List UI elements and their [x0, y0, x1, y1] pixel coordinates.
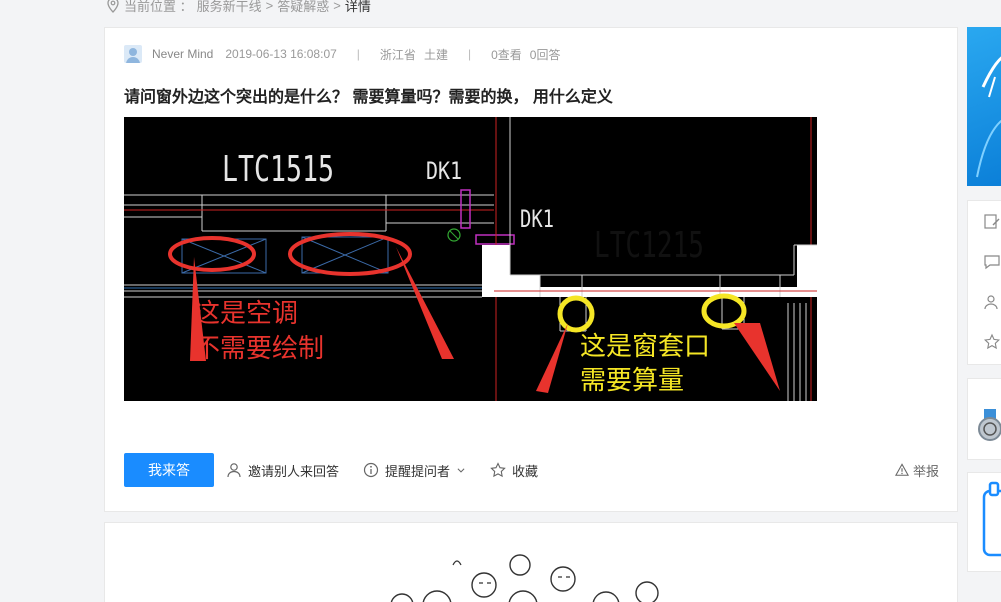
answer-count: 0回答 [529, 47, 561, 62]
star-icon[interactable] [983, 333, 1001, 351]
meta-divider: | [356, 47, 360, 61]
author-name[interactable]: Never Mind [152, 47, 214, 61]
breadcrumb-current: 详情 [344, 0, 371, 14]
edit-question-icon[interactable] [983, 213, 1001, 231]
answers-card [104, 522, 958, 602]
question-image[interactable]: LTC1515 DK1 DK1 LTC1215 这是空调 不需要绘制 这是窗套口… [124, 117, 817, 401]
meta-divider: | [467, 47, 472, 61]
favorite-action[interactable]: 收藏 [490, 461, 538, 480]
annotation-window-line2: 需要算量 [580, 366, 684, 396]
star-icon [490, 462, 506, 478]
dk-label-right: DK1 [520, 205, 554, 233]
dk-label-left: DK1 [426, 157, 462, 185]
remind-label: 提醒提问者 [385, 463, 451, 479]
avatar[interactable] [124, 45, 142, 63]
view-count: 0查看 [491, 47, 522, 62]
breadcrumb: 当前位置 ： 服务新干线 > 答疑解惑 > 详情 [106, 0, 371, 14]
clipboard-icon [982, 481, 1001, 557]
banner-graphic [976, 56, 1001, 178]
side-medal-card[interactable] [967, 378, 1001, 460]
remind-action[interactable]: 提醒提问者 [363, 461, 466, 480]
breadcrumb-label: 当前位置 ： [124, 0, 193, 14]
question-card: Never Mind 2019-06-13 16:08:07 | 浙江省 土建 … [104, 27, 958, 512]
side-card[interactable] [967, 472, 1001, 572]
breadcrumb-item-service[interactable]: 服务新干线 [196, 0, 262, 14]
location-pin-icon [107, 0, 119, 13]
warning-icon [894, 463, 909, 476]
window-label-left: LTC1515 [222, 149, 334, 190]
breadcrumb-separator: > [333, 0, 341, 13]
cad-drawing: LTC1515 DK1 DK1 LTC1215 这是空调 不需要绘制 这是窗套口… [124, 117, 817, 401]
action-bar: 我来答 邀请别人来回答 提醒提问者 收藏 举报 [124, 453, 939, 487]
region-tag: 浙江省 [379, 47, 416, 62]
user-icon [227, 463, 241, 478]
annotation-window-line1: 这是窗套口 [580, 332, 710, 362]
chevron-down-icon [457, 468, 465, 473]
comment-icon[interactable] [983, 253, 1001, 271]
category-tag: 土建 [423, 47, 448, 62]
favorite-label: 收藏 [512, 463, 539, 479]
annotation-ac-line1: 这是空调 [194, 299, 298, 329]
answer-button[interactable]: 我来答 [124, 453, 214, 487]
invite-action[interactable]: 邀请别人来回答 [226, 461, 339, 480]
user-add-icon[interactable] [983, 293, 1001, 311]
medal-icon [978, 409, 1001, 441]
question-meta: Never Mind 2019-06-13 16:08:07 | 浙江省 土建 … [124, 45, 560, 63]
side-toolbar [967, 200, 1001, 365]
report-label: 举报 [912, 463, 939, 479]
breadcrumb-item-qa[interactable]: 答疑解惑 [277, 0, 330, 14]
empty-answers-illustration [390, 554, 659, 602]
window-label-right: LTC1215 [594, 225, 704, 266]
report-action[interactable]: 举报 [894, 461, 939, 480]
info-icon [363, 462, 379, 478]
breadcrumb-separator: > [265, 0, 274, 13]
invite-label: 邀请别人来回答 [248, 463, 340, 479]
annotation-ac-line2: 不需要绘制 [194, 334, 324, 364]
question-title: 请问窗外边这个突出的是什么？ 需要算量吗？需要的换， 用什么定义 [124, 89, 613, 106]
post-datetime: 2019-06-13 16:08:07 [225, 47, 337, 61]
side-banner[interactable] [967, 27, 1001, 186]
